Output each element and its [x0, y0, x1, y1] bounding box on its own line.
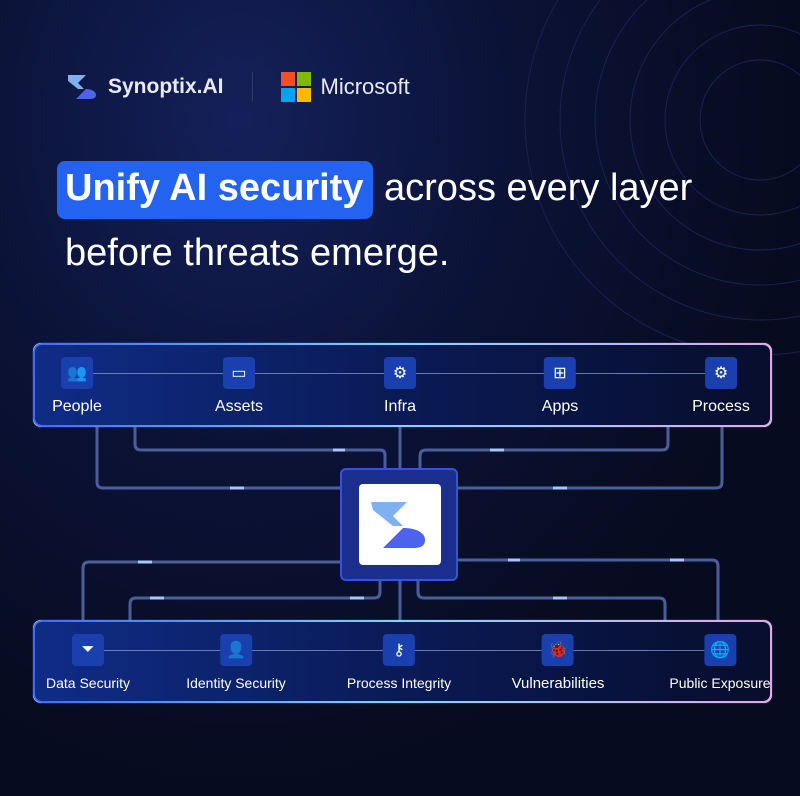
microsoft-logo-icon — [280, 72, 311, 102]
apps-icon: ⊞ — [544, 357, 576, 389]
layer-item-infra[interactable]: ⚙ Infra — [383, 357, 417, 416]
layer-item-data-security[interactable]: ⏷ Data Security — [46, 634, 130, 691]
layer-item-vulnerabilities[interactable]: 🐞 Vulnerabilities — [511, 634, 605, 692]
devices-icon: ▭ — [222, 357, 255, 389]
synoptix-logo-icon — [371, 502, 425, 548]
hub-logo-tile — [359, 484, 441, 565]
item-label: Apps — [541, 398, 579, 415]
headline-line2: before threats emerge. — [65, 232, 450, 274]
people-icon: 👥 — [60, 357, 93, 389]
bottom-layer-bar: ⏷ Data Security 👤 Identity Security ⚷ Proce… — [33, 620, 772, 703]
item-label: Assets — [214, 398, 264, 415]
headline: Unify AI security across every layer bef… — [57, 158, 692, 283]
headline-rest: across every layer — [384, 167, 693, 209]
item-label: Identity Security — [186, 675, 286, 691]
user-icon: 👤 — [219, 634, 252, 666]
item-label: People — [52, 398, 102, 415]
filter-icon: ⏷ — [71, 634, 104, 666]
bug-icon: 🐞 — [541, 634, 574, 666]
item-label: Public Exposure — [669, 675, 771, 691]
synoptix-name: Synoptix.AI — [108, 75, 224, 98]
microsoft-name: Microsoft — [320, 74, 410, 99]
brand-divider — [251, 72, 253, 102]
layer-item-public-exposure[interactable]: 🌐 Public Exposure — [669, 634, 771, 691]
layer-item-identity-security[interactable]: 👤 Identity Security — [186, 634, 286, 691]
item-label: Data Security — [45, 675, 131, 691]
layer-item-process-integrity[interactable]: ⚷ Process Integrity — [347, 634, 451, 691]
synoptix-logo-icon — [68, 75, 96, 99]
item-label: Process Integrity — [346, 675, 452, 691]
globe-icon: 🌐 — [703, 634, 736, 666]
synoptix-hub — [340, 468, 458, 581]
process-icon: ⚙ — [704, 357, 737, 389]
layer-item-process[interactable]: ⚙ Process — [692, 357, 750, 416]
layer-item-assets[interactable]: ▭ Assets — [215, 357, 263, 416]
headline-highlight: Unify AI security — [57, 161, 374, 219]
item-label: Infra — [383, 398, 417, 415]
infrastructure-icon: ⚙ — [383, 357, 416, 389]
top-layer-bar: 👥 People ▭ Assets ⚙ Infra ⊞ Apps ⚙ Process — [33, 343, 772, 427]
key-icon: ⚷ — [382, 634, 415, 666]
brand-header: Synoptix.AI Microsoft — [64, 72, 410, 102]
item-label: Process — [692, 398, 750, 415]
layer-item-people[interactable]: 👥 People — [52, 357, 102, 416]
item-label: Vulnerabilities — [511, 675, 605, 692]
layer-item-apps[interactable]: ⊞ Apps — [542, 357, 578, 416]
